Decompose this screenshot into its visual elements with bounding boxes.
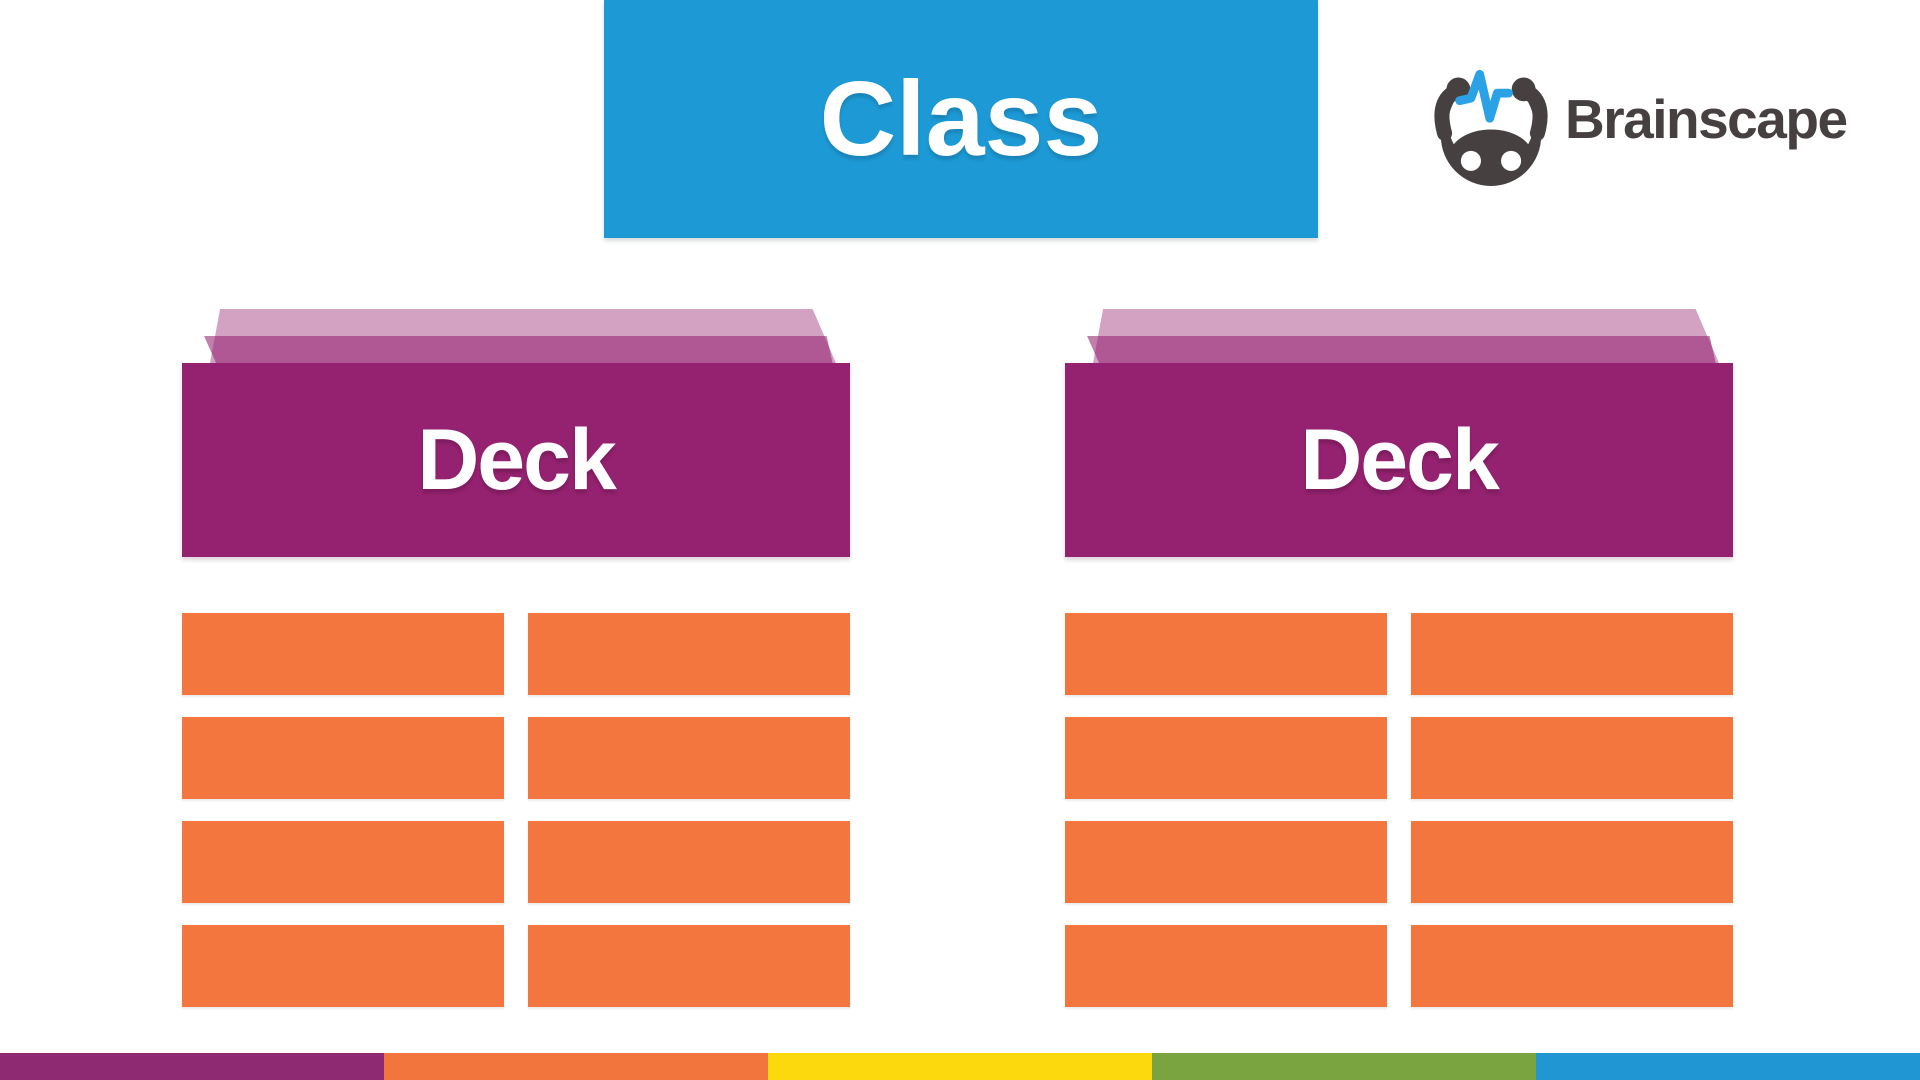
deck-group-left: Deck xyxy=(182,309,850,1007)
flashcard-grid-right xyxy=(1065,613,1733,1007)
monkey-eye-icon xyxy=(1460,150,1481,171)
stripe-segment xyxy=(384,1053,768,1080)
brainscape-monkey-icon xyxy=(1434,69,1548,186)
flashcard xyxy=(182,613,504,695)
pulse-line-icon xyxy=(1455,69,1513,123)
flashcard xyxy=(1411,717,1733,799)
deck-sheet-middle xyxy=(1087,336,1716,363)
brainscape-logo: Brainscape xyxy=(1428,58,1848,191)
flashcard xyxy=(1065,925,1387,1007)
flashcard xyxy=(1411,613,1733,695)
flashcard xyxy=(528,925,850,1007)
footer-stripe xyxy=(0,1053,1920,1080)
deck-box-right: Deck xyxy=(1065,363,1733,557)
flashcard xyxy=(1411,925,1733,1007)
flashcard xyxy=(1411,821,1733,903)
flashcard xyxy=(528,717,850,799)
flashcard xyxy=(182,925,504,1007)
stripe-segment xyxy=(0,1053,384,1080)
stripe-segment xyxy=(1152,1053,1536,1080)
monkey-eye-icon xyxy=(1501,150,1522,171)
monkey-muzzle-icon xyxy=(1449,129,1533,183)
deck-group-right: Deck xyxy=(1065,309,1733,1007)
class-title-box: Class xyxy=(604,0,1318,238)
brand-wordmark: Brainscape xyxy=(1565,87,1848,150)
flashcard xyxy=(1065,821,1387,903)
stripe-segment xyxy=(768,1053,1152,1080)
flashcard xyxy=(528,613,850,695)
deck-sheet-middle xyxy=(204,336,833,363)
stripe-segment xyxy=(1536,1053,1920,1080)
flashcard xyxy=(1065,613,1387,695)
flashcard xyxy=(528,821,850,903)
flashcard xyxy=(182,821,504,903)
deck-label: Deck xyxy=(417,411,617,508)
flashcard xyxy=(182,717,504,799)
flashcard-grid-left xyxy=(182,613,850,1007)
flashcard xyxy=(1065,717,1387,799)
class-title-label: Class xyxy=(819,59,1103,178)
deck-box-left: Deck xyxy=(182,363,850,557)
deck-label: Deck xyxy=(1300,411,1500,508)
